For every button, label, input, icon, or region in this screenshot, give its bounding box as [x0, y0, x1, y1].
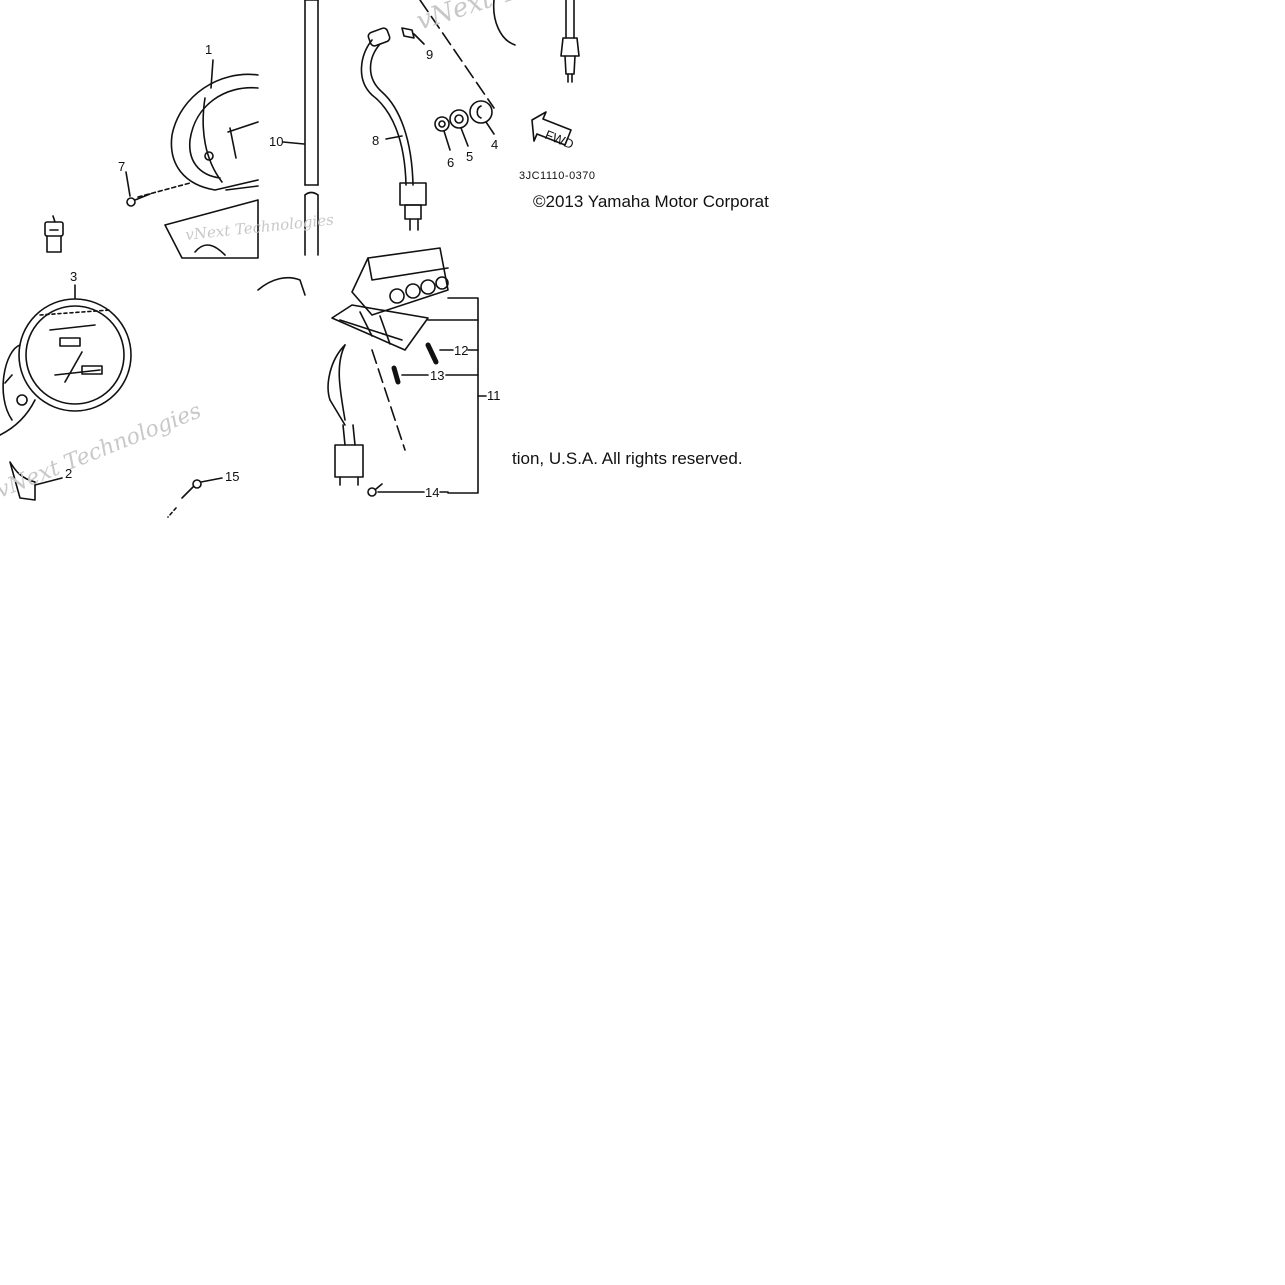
upper-left-note-box — [164, 199, 259, 259]
gear-fitting-part — [44, 215, 64, 253]
watermark-top: vNext Technologies — [413, 0, 668, 37]
sensor-lead-8-part — [360, 27, 427, 231]
callout-8: 8 — [372, 133, 379, 148]
callout-numbers: 1 2 3 4 5 6 7 8 9 10 11 12 13 14 15 FWD — [65, 42, 576, 500]
fwd-arrow — [531, 111, 572, 146]
diagram-code: 3JC1110-0370 — [519, 170, 596, 182]
screw-7-part — [125, 171, 191, 207]
callout-10: 10 — [269, 134, 283, 149]
callout-14: 14 — [425, 485, 439, 500]
callout-11: 11 — [487, 388, 501, 403]
watermark-lower: vNext Technologies — [0, 399, 205, 504]
cable-10-part — [282, 0, 319, 256]
callout-9: 9 — [426, 47, 433, 62]
callout-1: 1 — [205, 42, 212, 57]
leader-lines — [371, 297, 487, 494]
callout-6: 6 — [447, 155, 454, 170]
washer-set-part — [419, 0, 516, 151]
drive-cable-part — [560, 0, 580, 83]
callout-5: 5 — [466, 149, 473, 164]
speedometer-part — [0, 284, 132, 436]
callout-2: 2 — [65, 466, 72, 481]
indicator-assembly-part — [257, 247, 449, 497]
copyright-line-2: tion, U.S.A. All rights reserved. — [512, 449, 743, 468]
bracket-2-part — [9, 461, 63, 501]
callout-3: 3 — [70, 269, 77, 284]
callout-15: 15 — [225, 469, 239, 484]
callout-7: 7 — [118, 159, 125, 174]
copyright-line-1: ©2013 Yamaha Motor Corporat — [533, 192, 769, 211]
meter-housing-part — [170, 59, 259, 191]
callout-13: 13 — [430, 368, 444, 383]
screw-15-part — [167, 477, 223, 518]
watermark-mid: vNext Technologies — [185, 210, 335, 244]
callout-12: 12 — [454, 343, 468, 358]
callout-4: 4 — [491, 137, 498, 152]
